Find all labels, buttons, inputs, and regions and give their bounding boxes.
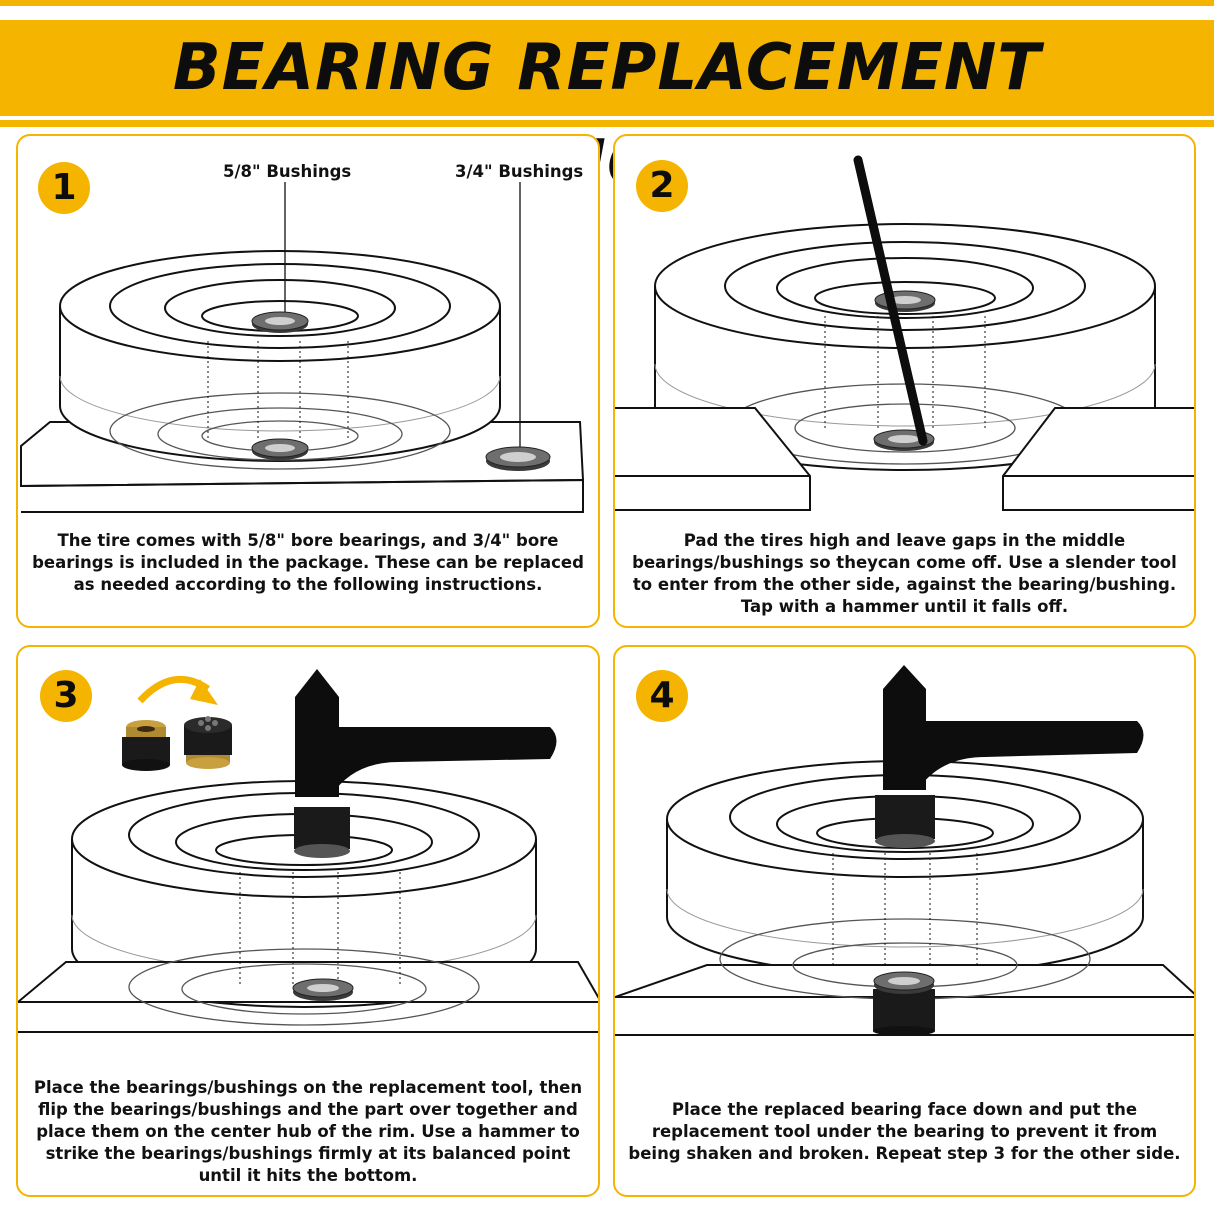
bushing-tool-icon [122,720,170,771]
step-3-illustration [18,669,598,1033]
hammer-icon [883,665,1144,790]
step-4-panel: 4 [613,645,1196,1197]
step-4-illustration [615,665,1194,1036]
header-top-stripe [0,0,1214,6]
label-5-8-bushings: 5/8" Bushings [223,162,352,181]
step-1-illustration [20,182,585,513]
step-1-badge: 1 [38,162,90,214]
step-2-illustration [615,155,1194,511]
step-3-panel: 3 [16,645,600,1197]
step-4-caption: Place the replaced bearing face down and… [628,1100,1181,1163]
page-title: BEARING REPLACEMENT INSTRUCTIONS [172,31,1042,201]
step-2-badge: 2 [636,160,688,212]
step-1-caption: The tire comes with 5/8" bore bearings, … [32,531,584,594]
header-band [0,20,1214,116]
label-3-4-bushings: 3/4" Bushings [455,162,584,181]
step-1-panel: 1 5/8" Bushings 3/4" Bushings [16,134,600,628]
step-3-badge: 3 [40,670,92,722]
bushing-flipped-icon [184,716,232,769]
step-4-badge: 4 [636,670,688,722]
hammer-icon [295,669,557,797]
replacement-tool-icon [873,989,935,1031]
step-3-caption: Place the bearings/bushings on the repla… [33,1078,583,1185]
header: BEARING REPLACEMENT INSTRUCTIONS [0,0,1214,201]
curved-arrow-icon [190,679,218,705]
step-2-caption: Pad the tires high and leave gaps in the… [632,531,1177,616]
step-2-panel: 2 [613,134,1196,628]
header-bottom-stripe [0,120,1214,127]
